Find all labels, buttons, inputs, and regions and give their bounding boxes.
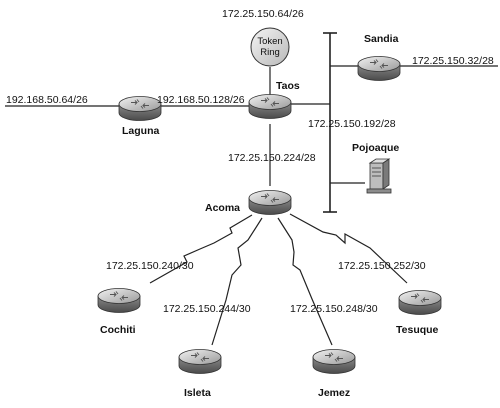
- router-jemez-label: Jemez: [318, 387, 350, 399]
- net-ethernet-bus: 172.25.150.192/28: [308, 118, 396, 130]
- router-taos-label: Taos: [276, 80, 300, 92]
- token-ring-label-line1: Token: [257, 36, 282, 47]
- token-ring[interactable]: Token Ring: [250, 27, 290, 67]
- router-cochiti-label: Cochiti: [100, 324, 136, 336]
- net-acoma-cochiti: 172.25.150.240/30: [106, 260, 194, 272]
- router-isleta-label: Isleta: [184, 387, 211, 399]
- net-acoma-jemez: 172.25.150.248/30: [290, 303, 378, 315]
- links: [5, 32, 498, 346]
- net-taos-acoma: 172.25.150.224/28: [228, 152, 316, 164]
- net-acoma-isleta: 172.25.150.244/30: [163, 303, 251, 315]
- router-laguna-label: Laguna: [122, 125, 159, 137]
- router-acoma[interactable]: [248, 190, 292, 215]
- router-jemez[interactable]: [312, 349, 356, 374]
- server-pojoaque-icon[interactable]: [366, 158, 392, 194]
- token-ring-label-line2: Ring: [260, 47, 280, 58]
- acoma-jemez-serial-link: [277, 217, 333, 346]
- router-acoma-label: Acoma: [205, 202, 240, 214]
- net-acoma-tesuque: 172.25.150.252/30: [338, 260, 426, 272]
- acoma-cochiti-serial-link: [149, 214, 253, 284]
- net-token-ring: 172.25.150.64/26: [222, 8, 304, 20]
- router-sandia[interactable]: [357, 56, 401, 81]
- router-tesuque[interactable]: [398, 290, 442, 315]
- acoma-isleta-serial-link: [211, 217, 263, 346]
- server-pojoaque-label: Pojoaque: [352, 142, 399, 154]
- router-tesuque-label: Tesuque: [396, 324, 439, 336]
- router-isleta[interactable]: [178, 349, 222, 374]
- router-laguna[interactable]: [118, 96, 162, 121]
- net-laguna-lan: 192.168.50.64/26: [6, 94, 88, 106]
- router-taos[interactable]: [248, 94, 292, 119]
- net-taos-laguna: 192.168.50.128/26: [157, 94, 245, 106]
- acoma-tesuque-serial-link: [289, 213, 408, 284]
- net-sandia-lan: 172.25.150.32/28: [412, 55, 494, 67]
- router-cochiti[interactable]: [97, 288, 141, 313]
- router-sandia-label: Sandia: [364, 33, 399, 45]
